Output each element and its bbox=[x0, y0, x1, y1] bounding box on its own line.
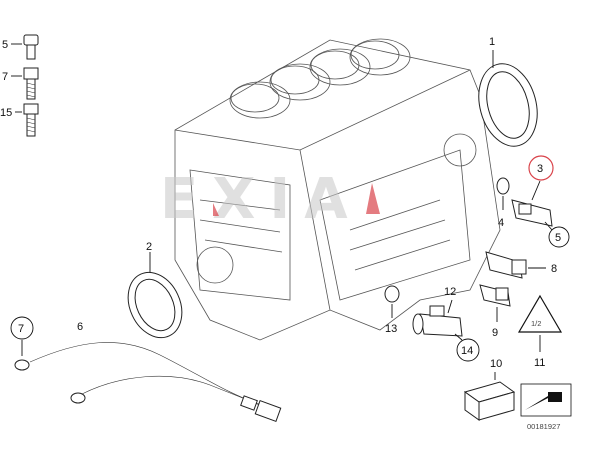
bolt-icon bbox=[23, 34, 39, 46]
side-part-7: 7 bbox=[2, 67, 39, 100]
callout-14-group: 14 bbox=[454, 333, 480, 362]
callout-1: 1 bbox=[489, 36, 495, 48]
warning-triangle-icon bbox=[517, 294, 563, 333]
part-10-box: 10 bbox=[463, 358, 516, 421]
callout-6: 6 bbox=[77, 321, 83, 333]
svg-text:1/2: 1/2 bbox=[531, 319, 541, 328]
side-label-5: 5 bbox=[2, 39, 8, 51]
side-part-5: 5 bbox=[2, 34, 39, 60]
bolt-shank bbox=[26, 44, 36, 60]
callout-14: 14 bbox=[461, 345, 473, 357]
callout-10: 10 bbox=[490, 358, 502, 370]
part-1-seal: 1 bbox=[478, 36, 538, 147]
callout-2: 2 bbox=[146, 241, 152, 253]
side-label-15: 15 bbox=[0, 107, 12, 119]
callout-4: 4 bbox=[498, 217, 504, 229]
callout-5-group: 5 bbox=[544, 221, 570, 248]
part-2-seal: 2 bbox=[127, 241, 183, 339]
callout-8: 8 bbox=[551, 263, 557, 275]
bolt-shank bbox=[26, 113, 36, 137]
callout-12: 12 bbox=[444, 286, 456, 298]
part-9-sensor: 9 bbox=[479, 284, 511, 339]
part-12-sensor: 12 bbox=[412, 286, 463, 337]
part-11-warning-label: 1/2 11 bbox=[517, 294, 563, 369]
callout-13: 13 bbox=[385, 323, 397, 335]
engine-block bbox=[174, 38, 501, 341]
connector-icon bbox=[240, 395, 258, 411]
callout-7-group: 7 bbox=[10, 316, 34, 356]
bolt-icon bbox=[23, 103, 39, 115]
part-6-harness: 6 bbox=[14, 321, 282, 422]
box-front bbox=[478, 391, 515, 421]
reference-number: 00181927 bbox=[527, 422, 560, 431]
reference-frame bbox=[520, 383, 572, 417]
callout-3-circle bbox=[528, 155, 554, 181]
callout-11: 11 bbox=[534, 357, 545, 369]
sensor-body bbox=[511, 199, 553, 227]
part-4-oring: 4 bbox=[496, 177, 510, 229]
callout-5: 5 bbox=[555, 232, 561, 244]
arrow-icon bbox=[525, 392, 562, 410]
reference-block: 00181927 bbox=[520, 383, 572, 431]
callout-9: 9 bbox=[492, 327, 498, 339]
connector-plug-icon bbox=[254, 400, 282, 422]
part-3-sensor: 3 bbox=[511, 155, 554, 227]
watermark-text: EXIA bbox=[160, 167, 362, 232]
bolt-icon bbox=[23, 67, 39, 80]
callout-7: 7 bbox=[18, 323, 24, 335]
ring-terminal-icon bbox=[14, 359, 30, 371]
ring-terminal-icon bbox=[70, 392, 86, 404]
callout-3: 3 bbox=[537, 163, 543, 175]
part-13-oring: 13 bbox=[384, 285, 400, 335]
sensor-connector bbox=[518, 203, 532, 215]
watermark-accent-icon bbox=[366, 183, 380, 214]
side-part-15: 15 bbox=[0, 103, 39, 137]
side-label-7: 7 bbox=[2, 71, 8, 83]
watermark-accent-icon bbox=[213, 203, 219, 216]
part-8-sensor: 8 bbox=[485, 251, 557, 279]
